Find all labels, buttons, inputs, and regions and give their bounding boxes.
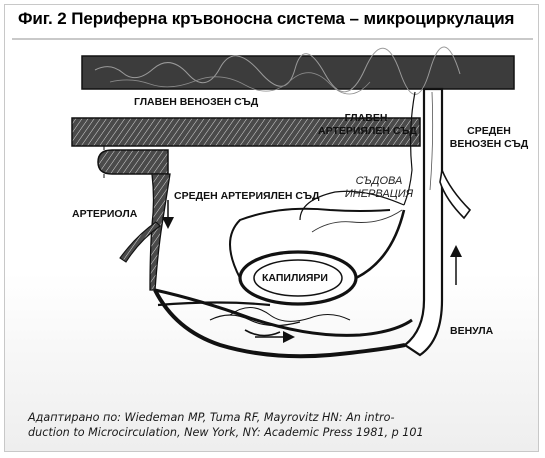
label-capillaries: КАПИЛИЯРИ (262, 272, 328, 285)
label-innervation: СЪДОВА ИНЕРВАЦИЯ (342, 175, 416, 201)
medium-artery-vessel (98, 146, 168, 178)
figure-caption: Адаптирано по: Wiedeman MP, Tuma RF, May… (28, 410, 424, 440)
arteriole-vessel (120, 174, 170, 290)
label-medium-vein: СРЕДЕН ВЕНОЗЕН СЪД (448, 125, 530, 151)
label-main-artery: ГЛАВЕН АРТЕРИЯЛЕН СЪД (318, 112, 414, 138)
caption-line-1: Адаптирано по: Wiedeman MP, Tuma RF, May… (28, 410, 424, 425)
label-main-vein: ГЛАВЕН ВЕНОЗЕН СЪД (134, 96, 258, 109)
innervation-pointer (312, 210, 402, 232)
label-medium-artery: СРЕДЕН АРТЕРИЯЛЕН СЪД (174, 190, 319, 203)
main-vein-vessel (82, 47, 514, 95)
label-venule: ВЕНУЛА (450, 325, 493, 338)
label-arteriole: АРТЕРИОЛА (72, 208, 137, 221)
medium-vein-vessel (440, 170, 470, 218)
caption-line-2: duction to Microcirculation, New York, N… (28, 425, 424, 440)
